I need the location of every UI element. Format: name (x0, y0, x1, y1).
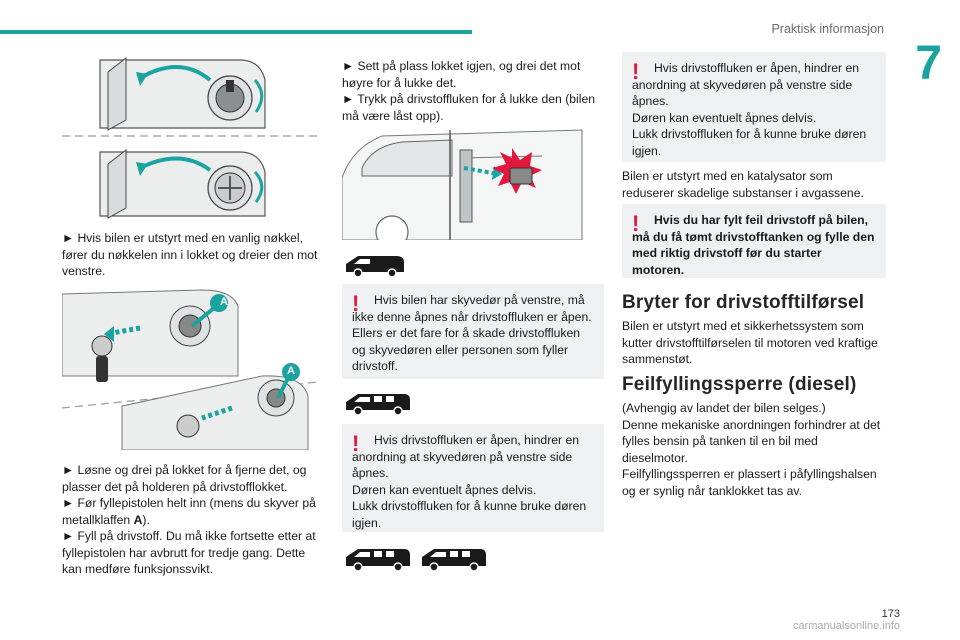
steps-refuel: ► Løsne og drei på lokket for å fjerne d… (62, 462, 320, 578)
warning-door-blocked-col3: ! Hvis drivstoffluken er åpen, hindrer e… (622, 52, 886, 162)
van-side-fuel-door-diagram (342, 129, 583, 240)
warning-icon: ! (352, 431, 360, 456)
catalyst-text: Bilen er utstyrt med en katalysator som … (622, 169, 864, 200)
warning-door-blocked-line3: Lukk drivstoffluken for å kunne bruke dø… (352, 499, 587, 530)
warning-col3-line3: Lukk drivstoffluken for å kunne bruke dø… (632, 127, 867, 158)
warning-icon: ! (632, 59, 640, 84)
step-open-with-key: ► Hvis bilen er utstyrt med en vanlig nø… (62, 231, 318, 278)
header-title: Praktisk informasjon (771, 22, 884, 36)
step-insert-nozzle: ► Før fyllepistolen helt inn (mens du sk… (62, 495, 320, 528)
heading-misfuel-lock: Feilfyllingssperre (diesel) (622, 374, 857, 395)
label-a-bottom: A (287, 365, 295, 377)
warning-door-blocked-line2: Døren kan eventuelt åpnes delvis. (352, 482, 537, 497)
warning-wrong-fuel-text: Hvis du har fylt feil drivstoff på bilen… (632, 213, 875, 277)
page-number: 173 (881, 608, 900, 620)
misfuel-text: (Avhengig av landet der bilen selges.) D… (622, 400, 886, 499)
warning-sliding-door-text: Hvis bilen har skyvedør på venstre, må i… (352, 293, 592, 373)
step-insert-nozzle-text: ► Før fyllepistolen helt inn (mens du sk… (62, 496, 316, 527)
heading-fuel-cutoff: Bryter for drivstofftilførsel (622, 292, 865, 313)
long-van-icon (346, 394, 410, 416)
flap-label-a: A (133, 512, 143, 527)
misfuel-line2: Denne mekaniske anordningen forhindrer a… (622, 417, 881, 465)
misfuel-line1: (Avhengig av landet der bilen selges.) (622, 401, 826, 415)
fuel-flap-open-cap-diagram (99, 148, 266, 219)
step-remove-cap: ► Løsne og drei på lokket for å fjerne d… (62, 463, 307, 494)
warning-icon: ! (632, 211, 640, 236)
steps-close: ► Sett på plass lokket igjen, og drei de… (342, 58, 604, 124)
fuel-cutoff-text: Bilen er utstyrt med et sikkerhetssystem… (622, 319, 878, 366)
warning-col3-line1: Hvis drivstoffluken er åpen, hindrer en … (632, 61, 860, 108)
warning-door-blocked-line1: Hvis drivstoffluken er åpen, hindrer en … (352, 433, 580, 480)
warning-door-blocked: ! Hvis drivstoffluken er åpen, hindrer e… (342, 424, 604, 532)
label-a-top: A (220, 296, 228, 308)
step-replace-cap: ► Sett på plass lokket igjen, og drei de… (342, 59, 581, 90)
step-fill-fuel: ► Fyll på drivstoff. Du må ikke fortsett… (62, 529, 316, 576)
warning-sliding-door: ! Hvis bilen har skyvedør på venstre, må… (342, 284, 604, 379)
short-van-icon (346, 256, 404, 278)
step-insert-nozzle-end: ). (142, 512, 150, 527)
watermark: carmanualsonline.info (792, 620, 900, 632)
warning-wrong-fuel: ! Hvis du har fylt feil drivstoff på bil… (622, 204, 886, 278)
warning-icon: ! (352, 291, 360, 316)
chapter-number: 7 (915, 37, 942, 90)
warning-col3-line2: Døren kan eventuelt åpnes delvis. (632, 110, 817, 125)
header-accent-bar (0, 30, 472, 34)
fuel-nozzle-flap-diagram (62, 289, 318, 450)
step-close-flap: ► Trykk på drivstoffluken for å lukke de… (342, 92, 595, 123)
fuel-flap-open-key-diagram (99, 56, 266, 131)
divider-dashed (62, 135, 322, 137)
misfuel-line3: Feilfyllingssperren er plassert i påfyll… (622, 467, 877, 498)
van-icon-pair (346, 549, 486, 572)
